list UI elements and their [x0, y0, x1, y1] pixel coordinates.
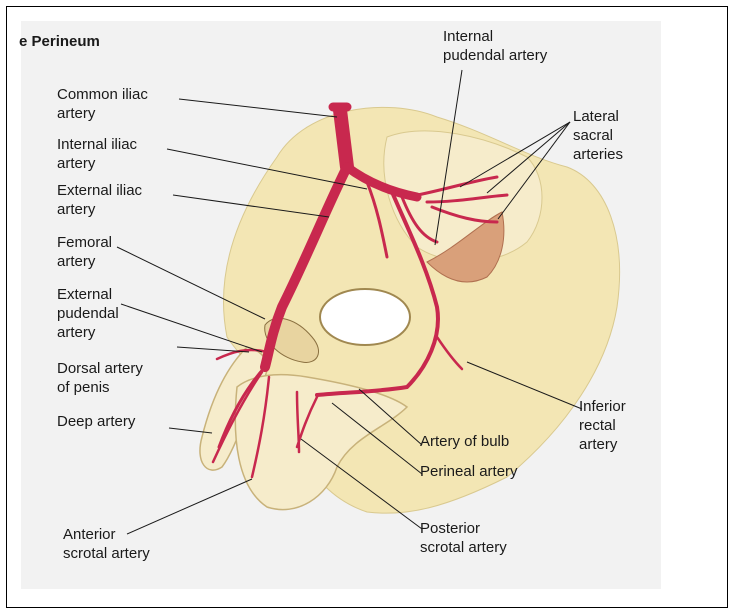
label-posterior-scrotal-artery: Posterior scrotal artery	[420, 519, 507, 557]
label-external-pudendal-artery: External pudendal artery	[57, 285, 119, 342]
figure-frame: e Perineum Common iliac artery Internal …	[6, 6, 728, 608]
label-inferior-rectal-artery: Inferior rectal artery	[579, 397, 626, 454]
obturator-foramen	[320, 289, 410, 345]
label-internal-pudendal-artery: Internal pudendal artery	[443, 27, 547, 65]
figure-title: e Perineum	[19, 33, 100, 50]
label-deep-artery: Deep artery	[57, 412, 135, 431]
label-common-iliac-artery: Common iliac artery	[57, 85, 148, 123]
label-artery-of-bulb: Artery of bulb	[420, 432, 509, 451]
label-anterior-scrotal-artery: Anterior scrotal artery	[63, 525, 150, 563]
label-internal-iliac-artery: Internal iliac artery	[57, 135, 137, 173]
label-external-iliac-artery: External iliac artery	[57, 181, 142, 219]
label-femoral-artery: Femoral artery	[57, 233, 112, 271]
label-perineal-artery: Perineal artery	[420, 462, 518, 481]
label-dorsal-artery-of-penis: Dorsal artery of penis	[57, 359, 143, 397]
common-iliac-artery-vessel	[340, 110, 347, 167]
label-lateral-sacral-arteries: Lateral sacral arteries	[573, 107, 623, 164]
